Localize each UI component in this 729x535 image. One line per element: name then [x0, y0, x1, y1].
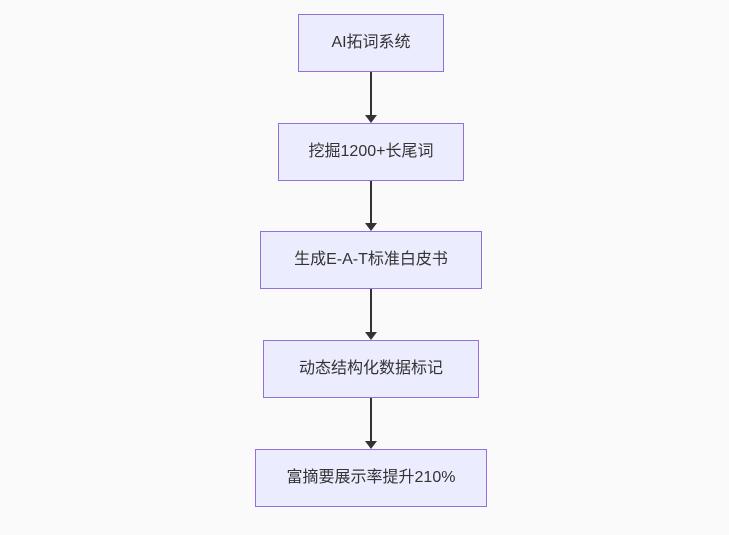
flow-node-label: 富摘要展示率提升210% [286, 469, 456, 487]
flow-node-label: 生成E-A-T标准白皮书 [294, 251, 448, 269]
flow-edge-1 [365, 72, 377, 123]
arrow-shaft [370, 289, 372, 332]
flow-node-ai-keyword-system: AI拓词系统 [298, 14, 444, 72]
flow-node-label: AI拓词系统 [331, 34, 411, 52]
flow-node-longtail-mining: 挖掘1200+长尾词 [278, 123, 464, 181]
arrow-shaft [370, 398, 372, 441]
flow-node-label: 动态结构化数据标记 [298, 360, 443, 378]
arrow-shaft [370, 72, 372, 115]
arrow-shaft [370, 181, 372, 223]
arrow-down-icon [365, 332, 377, 340]
flow-node-structured-data-markup: 动态结构化数据标记 [263, 340, 479, 398]
flow-node-eat-whitepaper: 生成E-A-T标准白皮书 [260, 231, 482, 289]
flow-node-rich-snippet-result: 富摘要展示率提升210% [255, 449, 487, 507]
arrow-down-icon [365, 115, 377, 123]
flow-edge-3 [365, 289, 377, 340]
arrow-down-icon [365, 441, 377, 449]
flow-edge-2 [365, 181, 377, 231]
arrow-down-icon [365, 223, 377, 231]
flow-edge-4 [365, 398, 377, 449]
flow-node-label: 挖掘1200+长尾词 [308, 143, 434, 161]
